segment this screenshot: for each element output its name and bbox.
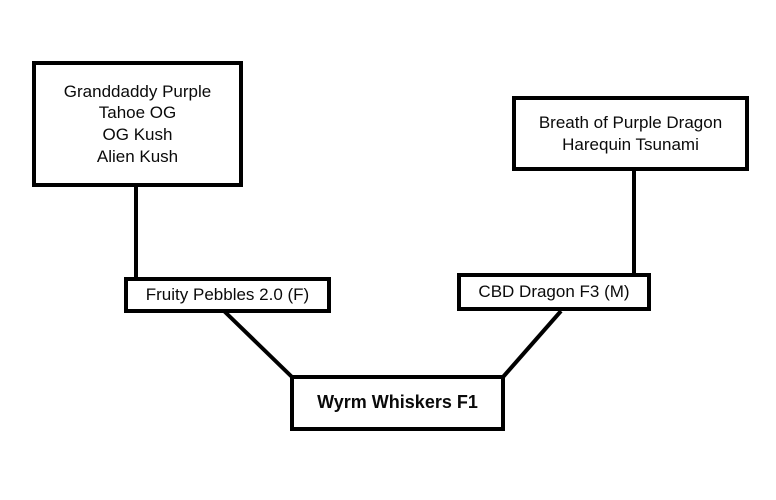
node-line: OG Kush <box>102 125 173 144</box>
connector-parent-male-to-offspring <box>501 309 563 379</box>
connector-parent-female-to-offspring <box>222 309 294 379</box>
node-grandparent-right: Breath of Purple Dragon Harequin Tsunami <box>512 96 749 171</box>
node-line: Breath of Purple Dragon <box>538 112 723 132</box>
node-line: Harequin Tsunami <box>562 134 699 154</box>
node-line: Alien Kush <box>96 146 179 166</box>
node-line: Fruity Pebbles 2.0 (F) <box>145 285 310 305</box>
node-grandparent-left: Granddaddy Purple Tahoe OG OG Kush Alien… <box>32 61 243 187</box>
node-parent-female: Fruity Pebbles 2.0 (F) <box>124 277 331 313</box>
node-line: CBD Dragon F3 (M) <box>478 282 630 302</box>
node-line: Tahoe OG <box>98 103 177 123</box>
node-parent-male: CBD Dragon F3 (M) <box>457 273 651 311</box>
node-line: Granddaddy Purple <box>63 81 212 101</box>
node-offspring: Wyrm Whiskers F1 <box>290 375 505 431</box>
node-line: Wyrm Whiskers F1 <box>317 392 478 413</box>
